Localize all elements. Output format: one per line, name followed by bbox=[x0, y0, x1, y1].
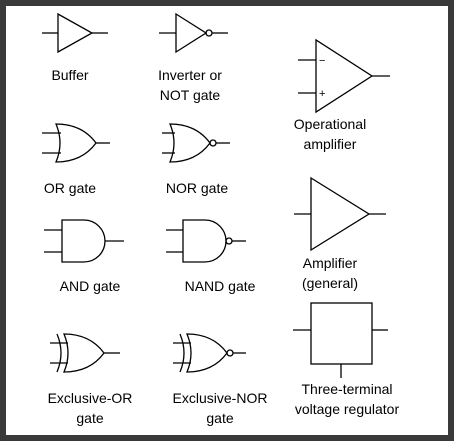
regulator-symbol bbox=[293, 302, 388, 378]
opamp-label-line1: Operational bbox=[293, 116, 367, 132]
nor-gate-label: NOR gate bbox=[152, 178, 242, 198]
regulator-label-line2: voltage regulator bbox=[294, 401, 400, 417]
opamp-plus-sign: + bbox=[319, 88, 325, 100]
and-gate-symbol bbox=[44, 219, 124, 263]
xnor-gate-label-line2: gate bbox=[206, 410, 234, 426]
inverter-label-line1: Inverter or bbox=[158, 67, 222, 83]
opamp-label-line2: amplifier bbox=[303, 136, 357, 152]
buffer-symbol bbox=[42, 12, 108, 54]
or-gate-label-text: OR gate bbox=[43, 180, 97, 196]
xnor-gate-label-line1: Exclusive-NOR bbox=[172, 390, 268, 406]
inverter-label: Inverter or NOT gate bbox=[140, 65, 240, 105]
regulator-label: Three-terminal voltage regulator bbox=[282, 379, 412, 419]
and-gate-label: AND gate bbox=[45, 276, 135, 296]
nor-gate-label-text: NOR gate bbox=[165, 180, 229, 196]
and-gate-label-text: AND gate bbox=[59, 278, 121, 294]
xor-gate-symbol bbox=[50, 333, 120, 373]
xor-gate-label-line2: gate bbox=[76, 410, 104, 426]
xnor-gate-label: Exclusive-NOR gate bbox=[155, 388, 285, 428]
buffer-label: Buffer bbox=[35, 65, 105, 85]
nand-gate-label: NAND gate bbox=[170, 276, 270, 296]
regulator-label-line1: Three-terminal bbox=[301, 381, 393, 397]
amplifier-symbol bbox=[294, 176, 386, 252]
xnor-gate-symbol bbox=[173, 333, 246, 373]
opamp-symbol: − + bbox=[298, 38, 390, 114]
inverter-label-line2: NOT gate bbox=[159, 87, 221, 103]
opamp-minus-sign: − bbox=[319, 55, 325, 67]
or-gate-label: OR gate bbox=[30, 178, 110, 198]
nand-gate-label-text: NAND gate bbox=[184, 278, 256, 294]
amplifier-label-line1: Amplifier bbox=[302, 255, 358, 271]
amplifier-label: Amplifier (general) bbox=[285, 253, 375, 293]
inverter-symbol bbox=[159, 12, 228, 54]
xor-gate-label-line1: Exclusive-OR bbox=[47, 390, 133, 406]
nor-gate-symbol bbox=[162, 123, 230, 163]
xor-gate-label: Exclusive-OR gate bbox=[30, 388, 150, 428]
amplifier-label-line2: (general) bbox=[301, 275, 359, 291]
or-gate-symbol bbox=[42, 123, 110, 163]
opamp-label: Operational amplifier bbox=[275, 114, 385, 154]
nand-gate-symbol bbox=[166, 219, 246, 263]
buffer-label-text: Buffer bbox=[51, 67, 89, 83]
